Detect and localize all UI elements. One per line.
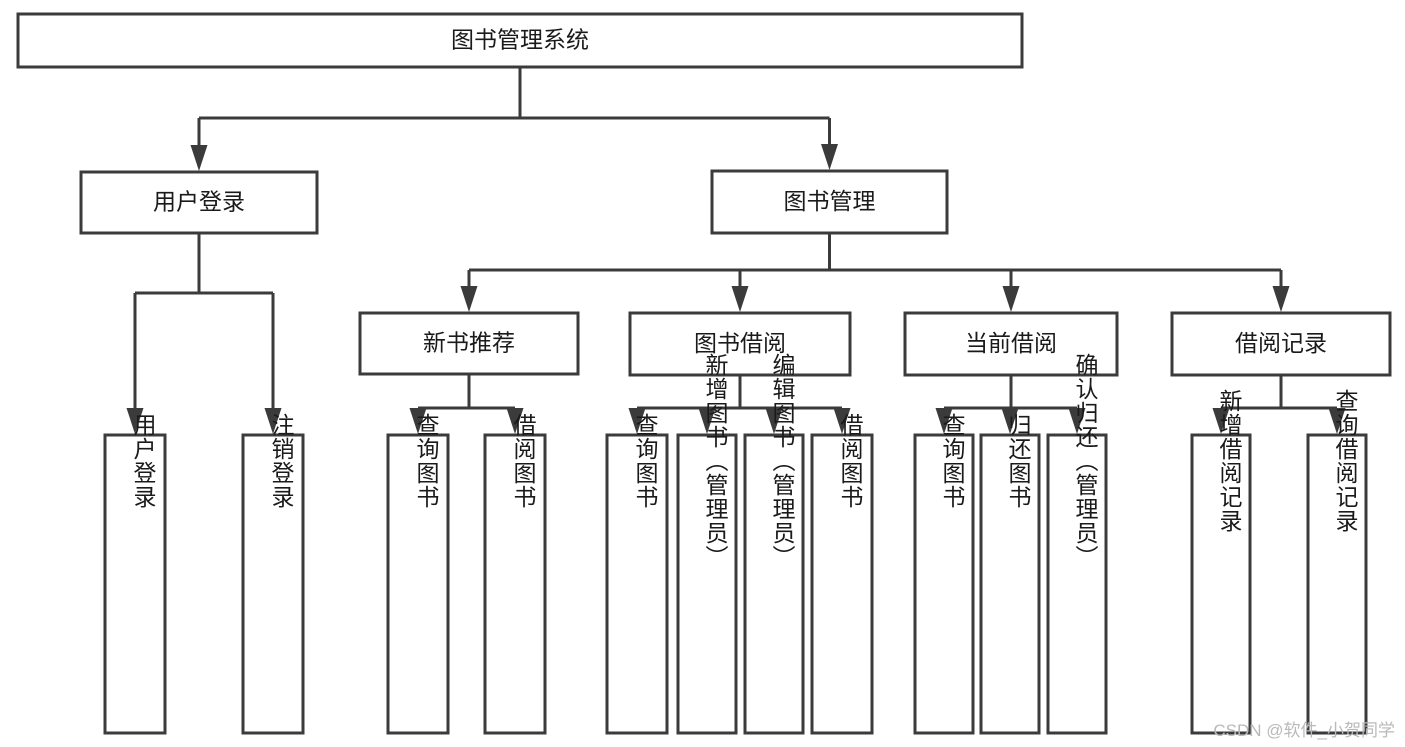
arrow-head-icon <box>731 286 749 312</box>
flow-node-leaf-query-book-3[interactable]: 查询图书 <box>913 413 975 735</box>
arrow-head-icon <box>1328 408 1346 434</box>
node-box <box>16 12 1024 69</box>
node-label: 图书管理系统 <box>451 27 589 53</box>
arrow-head-icon <box>506 408 524 434</box>
arrow-head-icon <box>935 408 953 434</box>
node-box <box>628 311 852 377</box>
arrow-head-icon <box>821 144 838 170</box>
node-box <box>1190 433 1252 735</box>
node-box <box>710 169 949 235</box>
flow-node-new-book-rec[interactable]: 新书推荐 <box>358 311 580 376</box>
flow-node-leaf-borrow-book-2[interactable]: 借阅图书 <box>810 413 874 735</box>
node-label: 当前借阅 <box>965 330 1057 356</box>
node-label: 查询图书 <box>413 413 440 509</box>
node-label: 用户登录 <box>153 189 245 215</box>
flow-node-leaf-query-record[interactable]: 查询借阅记录 <box>1306 389 1368 735</box>
flow-node-leaf-edit-book[interactable]: 编辑图书（管理员） <box>743 353 805 735</box>
node-label: 图书管理 <box>784 188 876 214</box>
arrow-head-icon <box>1068 408 1086 434</box>
arrow-head-icon <box>833 408 851 434</box>
node-box <box>903 311 1119 377</box>
node-label: 借阅记录 <box>1235 330 1327 356</box>
flow-node-leaf-confirm-return[interactable]: 确认归还（管理员） <box>1046 353 1108 735</box>
node-label: 查询借阅记录 <box>1332 389 1359 533</box>
node-box <box>913 433 975 735</box>
flow-node-leaf-query-book-1[interactable]: 查询图书 <box>386 413 450 735</box>
flow-node-root[interactable]: 图书管理系统 <box>16 12 1024 69</box>
arrow-head-icon <box>1272 286 1290 312</box>
node-label: 查询图书 <box>632 413 659 509</box>
node-label: 图书借阅 <box>694 330 786 356</box>
node-label: 查询图书 <box>939 413 966 509</box>
node-box <box>743 433 805 735</box>
flow-node-borrow-record[interactable]: 借阅记录 <box>1170 311 1392 377</box>
node-label: 编辑图书（管理员） <box>769 353 796 569</box>
node-label: 新增借阅记录 <box>1216 389 1243 533</box>
node-label: 借阅图书 <box>510 413 537 509</box>
arrow-head-icon <box>1212 408 1230 434</box>
arrow-head-icon <box>126 408 144 434</box>
node-box <box>1046 433 1108 735</box>
node-label: 用户登录 <box>130 413 157 509</box>
node-box <box>1170 311 1392 377</box>
node-label: 新书推荐 <box>423 330 515 356</box>
node-label: 确认归还（管理员） <box>1072 353 1099 569</box>
arrow-head-icon <box>698 408 716 434</box>
flow-node-book-borrow[interactable]: 图书借阅 <box>628 311 852 377</box>
node-box <box>386 433 450 735</box>
flow-node-leaf-query-book-2[interactable]: 查询图书 <box>605 413 669 735</box>
node-label: 归还图书 <box>1005 413 1032 509</box>
flow-node-leaf-add-record[interactable]: 新增借阅记录 <box>1190 389 1252 735</box>
flow-node-leaf-borrow-book-1[interactable]: 借阅图书 <box>483 413 547 735</box>
node-label: 新增图书（管理员） <box>702 353 729 569</box>
flow-node-current-borrow[interactable]: 当前借阅 <box>903 311 1119 377</box>
flow-node-book-manage[interactable]: 图书管理 <box>710 169 949 235</box>
arrow-head-icon <box>264 408 282 434</box>
node-layer: 图书管理系统用户登录图书管理新书推荐图书借阅当前借阅借阅记录用户登录注销登录查询… <box>16 12 1392 735</box>
node-box <box>483 433 547 735</box>
connector-layer <box>126 67 1346 434</box>
node-box <box>979 433 1041 735</box>
arrow-head-icon <box>628 408 646 434</box>
arrow-head-icon <box>765 408 783 434</box>
arrow-head-icon <box>190 145 208 171</box>
arrow-head-icon <box>1002 286 1020 312</box>
flow-node-leaf-return-book[interactable]: 归还图书 <box>979 413 1041 735</box>
node-box <box>605 433 669 735</box>
flow-node-leaf-add-book[interactable]: 新增图书（管理员） <box>676 353 738 735</box>
node-box <box>676 433 738 735</box>
node-box <box>79 170 319 235</box>
flow-node-leaf-user-login[interactable]: 用户登录 <box>103 413 167 735</box>
arrow-head-icon <box>409 408 427 434</box>
node-box <box>103 433 167 735</box>
node-label: 借阅图书 <box>837 413 864 509</box>
node-box <box>810 433 874 735</box>
flow-node-leaf-logout[interactable]: 注销登录 <box>241 413 305 735</box>
node-box <box>1306 433 1368 735</box>
node-box <box>241 433 305 735</box>
arrow-head-icon <box>1001 408 1019 434</box>
node-box <box>358 311 580 376</box>
node-label: 注销登录 <box>268 413 295 509</box>
flow-node-user-login[interactable]: 用户登录 <box>79 170 319 235</box>
arrow-head-icon <box>460 286 478 312</box>
